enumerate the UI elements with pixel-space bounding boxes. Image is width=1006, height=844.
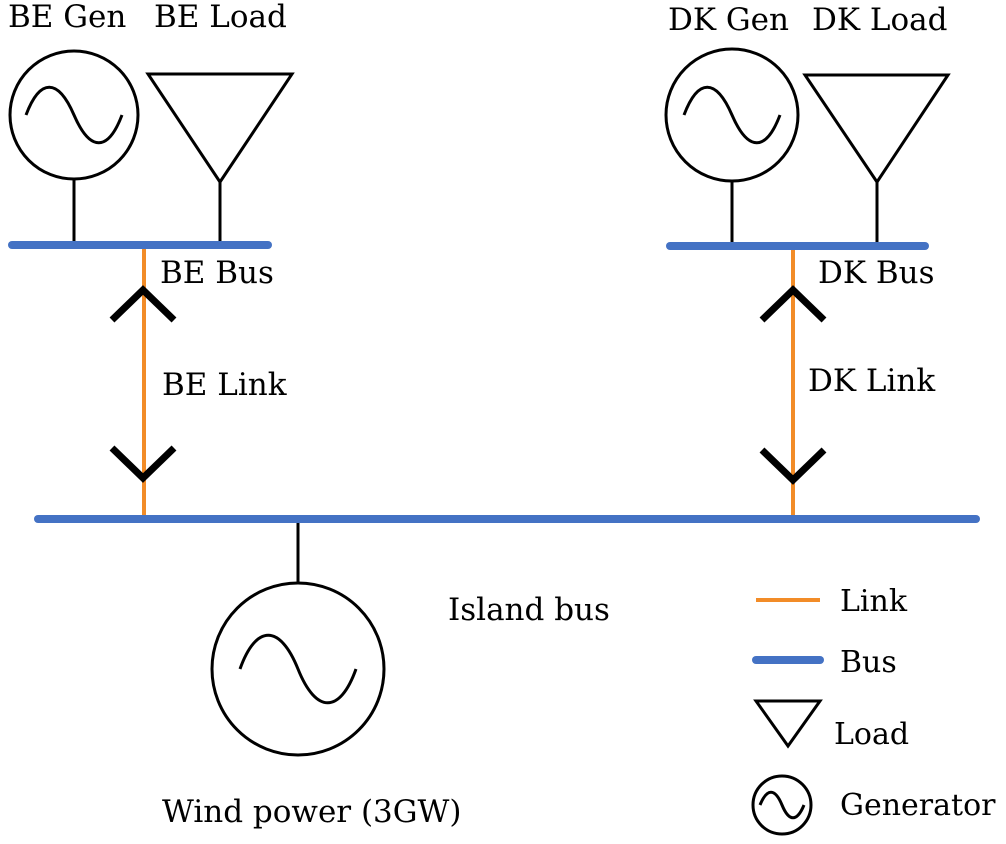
be-load-label: BE Load — [154, 0, 287, 35]
wind-power-generator — [210, 523, 386, 757]
dk-link-label: DK Link — [808, 363, 935, 399]
be-link-label: BE Link — [162, 367, 287, 403]
dk-link-arrow-up — [759, 285, 827, 323]
legend-bus-label: Bus — [840, 645, 897, 680]
be-bus-label: BE Bus — [160, 255, 274, 291]
be-link-arrow-down — [109, 445, 177, 483]
dk-bus-label: DK Bus — [818, 255, 935, 291]
legend: Link Bus Load Generator — [751, 584, 996, 836]
wind-power-label: Wind power (3GW) — [162, 794, 462, 830]
be-load — [145, 72, 295, 244]
dk-gen-label: DK Gen — [668, 2, 789, 38]
be-generator — [8, 49, 140, 244]
legend-load-label: Load — [834, 717, 909, 752]
legend-load-symbol — [753, 699, 823, 749]
legend-generator-symbol — [751, 774, 813, 836]
dk-link-arrow-down — [759, 447, 827, 485]
be-gen-label: BE Gen — [8, 0, 126, 35]
dk-generator — [664, 47, 800, 244]
legend-link-label: Link — [840, 584, 908, 619]
dk-load — [802, 73, 951, 244]
legend-generator-label: Generator — [840, 788, 996, 823]
dk-load-label: DK Load — [812, 2, 947, 38]
be-link-arrow-up — [109, 285, 177, 323]
island-bus-label: Island bus — [448, 592, 610, 628]
